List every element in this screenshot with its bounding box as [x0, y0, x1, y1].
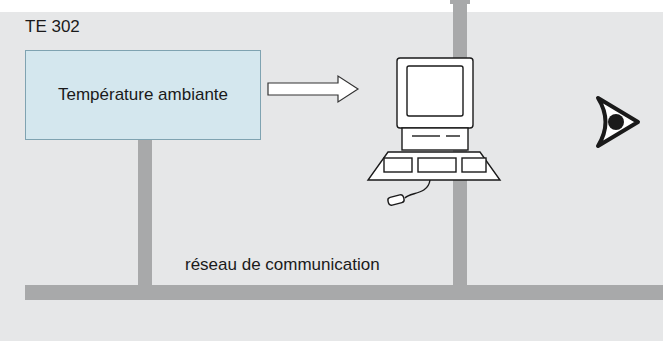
- process-box: Température ambiante: [25, 50, 261, 140]
- flow-arrow: [268, 76, 358, 102]
- sensor-node: TE 302Température ambiante: [25, 17, 261, 140]
- box-text: Température ambiante: [48, 78, 238, 111]
- equipment-tag: TE 302: [25, 17, 261, 37]
- sensor-stand: [138, 135, 152, 290]
- pole-cap: [450, 0, 470, 4]
- panel-ground: [0, 12, 663, 341]
- computer-icon: [368, 58, 500, 206]
- network-bus: [25, 285, 663, 300]
- eye-symbol: [598, 98, 638, 146]
- network-label: réseau de communication: [185, 255, 380, 275]
